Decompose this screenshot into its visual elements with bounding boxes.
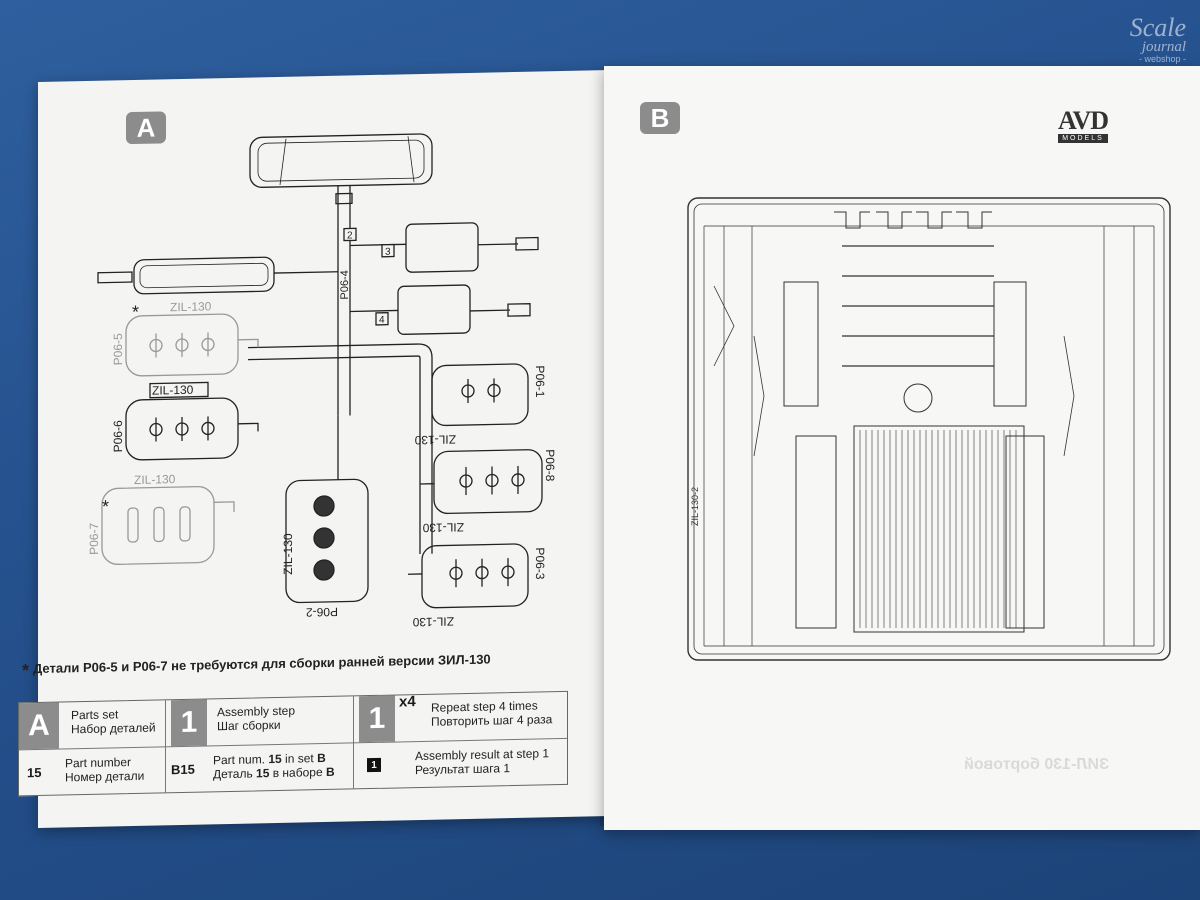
mirror-part-4	[397, 284, 471, 335]
part-number-4: 4	[379, 315, 385, 326]
sprue-label-zil-130: ZIL-130	[134, 472, 176, 487]
asterisk-mark: *	[132, 302, 139, 322]
legend-part-num-en: Part number	[65, 755, 132, 771]
sprue-label-zil-130: ZIL-130	[412, 614, 454, 629]
sprue-b-frame	[687, 197, 1171, 661]
sprue-frame-p06-5	[125, 313, 259, 377]
sheet-label-b: B	[640, 102, 680, 134]
sprue-label-p06-5: P06-5	[111, 333, 125, 366]
sprue-frame-p06-1	[431, 363, 529, 427]
sprue-label-p06-3: P06-3	[533, 547, 547, 580]
show-through-text: ЗИЛ-130 бортовой	[964, 756, 1110, 773]
legend-repeat-ru: Повторить шаг 4 раза	[431, 712, 553, 729]
asterisk-mark: *	[102, 497, 109, 517]
sprue-label-zil-130: ZIL-130	[281, 533, 295, 575]
sprue-label-p06-4: P06-4	[339, 270, 351, 300]
watermark: Scale journal - webshop -	[1129, 13, 1186, 65]
legend-part-in-set-code: B15	[171, 761, 195, 778]
sprue-a-drawing: 2 3 4 P06-5 ZIL-130 * P06-6 ZIL-130	[87, 133, 557, 629]
sprue-label-p06-2: P06-2	[306, 605, 338, 620]
legend-step-symbol: 1	[171, 699, 207, 747]
sprue-label-zil-130: ZIL-130	[152, 383, 194, 398]
part-number-3: 3	[385, 247, 391, 258]
legend-parts-set-en: Parts set	[71, 707, 119, 723]
instruction-page-left: A 2 3 4 P06-5	[18, 70, 610, 828]
legend-result-ru: Результат шага 1	[415, 761, 511, 778]
mirror-part-left	[133, 256, 275, 295]
sprue-label-p06-7: P06-7	[87, 522, 101, 555]
legend-parts-set-ru: Набор деталей	[71, 720, 156, 737]
legend-part-num-code: 15	[27, 764, 42, 781]
note-asterisk: *	[22, 660, 30, 681]
legend-part-num-ru: Номер детали	[65, 768, 145, 785]
part-number-2: 2	[347, 230, 353, 241]
side-board-parts	[795, 435, 1045, 629]
watermark-line-2: journal	[1141, 39, 1186, 55]
avd-logo: AVD MODELS	[1058, 106, 1109, 143]
legend-result-symbol: 1	[367, 757, 381, 773]
sprue-label-zil-130: ZIL-130	[170, 299, 212, 314]
instruction-page-right: B AVD MODELS ZIL-130-2 ЗИЛ-130 бортовой	[604, 66, 1200, 830]
legend-repeat-multiplier: x4	[399, 693, 416, 711]
sprue-frame-p06-2	[285, 415, 369, 604]
legend-step-en: Assembly step	[217, 703, 296, 720]
sprue-b-drawing: ZIL-130-2	[687, 197, 1171, 661]
brand-name: AVD	[1058, 106, 1109, 135]
mirror-part-3	[405, 222, 479, 273]
symbol-legend: A Parts set Набор деталей 1 Assembly ste…	[18, 690, 568, 797]
legend-result-en: Assembly result at step 1	[415, 746, 550, 764]
watermark-line-3: - webshop -	[1138, 54, 1186, 64]
legend-repeat-symbol: 1	[359, 695, 395, 743]
platform-floor-part	[853, 425, 1025, 633]
mirror-part-large	[249, 133, 433, 188]
bracket-parts	[834, 211, 992, 229]
legend-parts-set-symbol: A	[19, 702, 59, 750]
sprue-frame-p06-6	[125, 397, 259, 461]
legend-step-ru: Шаг сборки	[217, 717, 281, 734]
sprue-frame-p06-3	[408, 543, 529, 609]
brand-subtitle: MODELS	[1058, 134, 1108, 143]
sprue-label-zil-130: ZIL-130	[414, 432, 456, 447]
sprue-label-p06-6: P06-6	[111, 420, 125, 453]
sprue-frame-p06-7	[101, 485, 235, 565]
sprue-label-zil-130: ZIL-130	[422, 520, 464, 535]
sprue-label-p06-8: P06-8	[543, 449, 557, 482]
watermark-line-1: Scale	[1129, 13, 1186, 42]
sprue-frame-p06-8	[420, 449, 543, 515]
legend-part-in-set-ru: Деталь 15 в наборе B	[213, 764, 335, 782]
sprue-label-p06-1: P06-1	[533, 365, 547, 398]
sprue-label-zil-130-2: ZIL-130-2	[690, 487, 700, 526]
